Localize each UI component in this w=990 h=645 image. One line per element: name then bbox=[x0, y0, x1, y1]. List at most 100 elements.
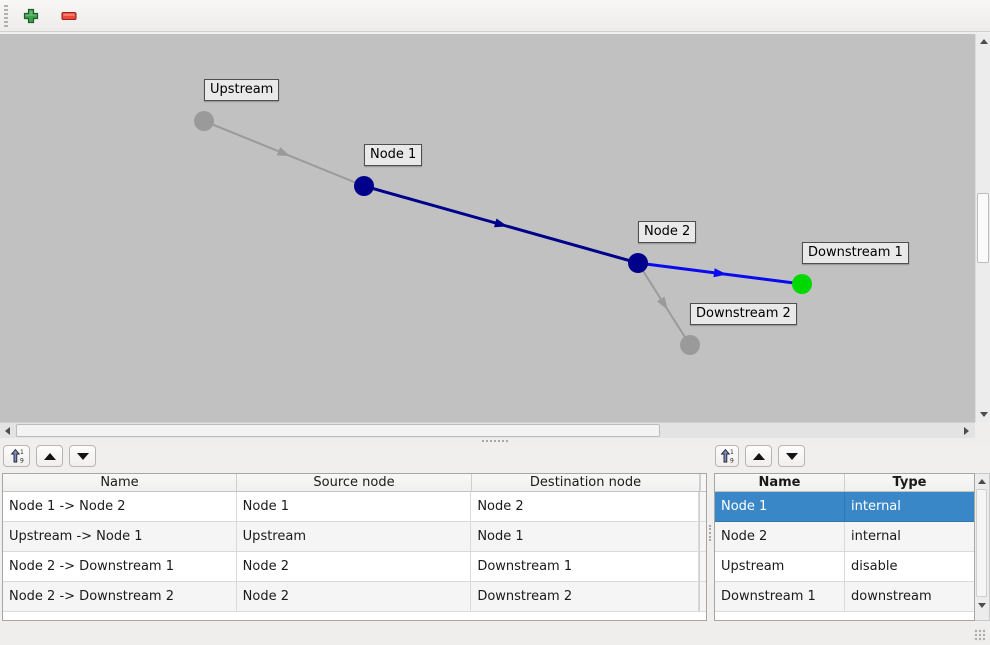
graph-node-downstream-2[interactable] bbox=[680, 335, 700, 355]
graph-node-node-1[interactable] bbox=[354, 176, 374, 196]
nodes-table: Name Type Node 1 internal Node 2 interna… bbox=[714, 473, 975, 621]
column-header-destination-node[interactable]: Destination node bbox=[472, 474, 700, 492]
table-row-selected[interactable]: Node 1 internal bbox=[715, 492, 974, 522]
node-label-node-2: Node 2 bbox=[638, 221, 697, 243]
node-label-upstream: Upstream bbox=[204, 79, 280, 101]
nodes-toolbar: 1 9 bbox=[715, 445, 805, 467]
cell-source[interactable]: Node 1 bbox=[236, 492, 472, 522]
arrow-down-icon bbox=[979, 412, 988, 417]
cell-name[interactable]: Node 2 -> Downstream 1 bbox=[3, 552, 237, 582]
edge-arrow-icon bbox=[713, 268, 727, 278]
cell-name[interactable]: Downstream 1 bbox=[715, 582, 845, 612]
horizontal-splitter[interactable] bbox=[0, 438, 990, 444]
row-gutter bbox=[699, 582, 706, 612]
svg-text:1: 1 bbox=[730, 449, 734, 456]
edge-arrow-icon bbox=[656, 296, 668, 310]
edges-sort-button[interactable]: 1 9 bbox=[3, 445, 30, 467]
cell-destination[interactable]: Node 2 bbox=[471, 492, 699, 522]
cell-destination[interactable]: Downstream 1 bbox=[471, 552, 699, 582]
horizontal-scroll-thumb[interactable] bbox=[16, 424, 660, 437]
graph-vertical-scrollbar[interactable] bbox=[975, 34, 990, 422]
cell-name[interactable]: Node 1 -> Node 2 bbox=[3, 492, 237, 522]
status-strip bbox=[0, 621, 990, 645]
nodes-table-scrollbar[interactable] bbox=[975, 473, 990, 621]
cell-source[interactable]: Node 2 bbox=[236, 552, 472, 582]
bottom-panel: 1 9 Name Source node Destination node No… bbox=[0, 444, 990, 621]
node-label-node-1: Node 1 bbox=[364, 144, 423, 166]
graph-node-upstream[interactable] bbox=[194, 111, 214, 131]
svg-text:1: 1 bbox=[20, 449, 24, 456]
arrow-up-icon bbox=[979, 39, 988, 44]
table-row[interactable]: Upstream -> Node 1 Upstream Node 1 bbox=[3, 522, 706, 552]
nodes-move-up-button[interactable] bbox=[745, 445, 772, 467]
column-header-type[interactable]: Type bbox=[845, 474, 974, 492]
cell-type[interactable]: internal bbox=[845, 522, 974, 552]
cell-destination[interactable]: Downstream 2 bbox=[471, 582, 699, 612]
table-row[interactable]: Node 1 -> Node 2 Node 1 Node 2 bbox=[3, 492, 706, 522]
toolbar-drag-handle[interactable] bbox=[4, 4, 8, 27]
table-row[interactable]: Node 2 internal bbox=[715, 522, 974, 552]
nodes-pane: 1 9 Name Type Node 1 internal Node 2 bbox=[712, 444, 990, 621]
window-resize-grip-icon[interactable] bbox=[973, 628, 986, 641]
edges-toolbar: 1 9 bbox=[3, 445, 96, 467]
vertical-splitter[interactable] bbox=[707, 444, 712, 621]
cell-type[interactable]: internal bbox=[845, 492, 974, 522]
table-scroll-thumb[interactable] bbox=[976, 489, 987, 597]
scroll-down-button[interactable] bbox=[975, 598, 988, 613]
scroll-right-button[interactable] bbox=[959, 423, 974, 438]
vertical-scroll-thumb[interactable] bbox=[977, 193, 989, 263]
arrow-left-icon bbox=[5, 426, 10, 435]
row-gutter bbox=[699, 492, 706, 522]
cell-destination[interactable]: Node 1 bbox=[471, 522, 699, 552]
edge-arrow-icon bbox=[494, 218, 508, 228]
table-row[interactable]: Downstream 1 downstream bbox=[715, 582, 974, 612]
table-row[interactable]: Node 2 -> Downstream 2 Node 2 Downstream… bbox=[3, 582, 706, 612]
arrow-down-icon bbox=[977, 603, 986, 608]
main-toolbar bbox=[0, 0, 990, 32]
remove-node-button[interactable] bbox=[54, 2, 84, 30]
scroll-down-button[interactable] bbox=[976, 407, 990, 422]
header-gutter bbox=[700, 474, 706, 492]
column-header-source-node[interactable]: Source node bbox=[237, 474, 472, 492]
red-minus-icon bbox=[61, 11, 77, 20]
svg-text:9: 9 bbox=[20, 458, 24, 465]
triangle-up-icon bbox=[43, 452, 56, 460]
cell-type[interactable]: disable bbox=[845, 552, 974, 582]
cell-name[interactable]: Upstream bbox=[715, 552, 845, 582]
splitter-grip-icon bbox=[482, 440, 508, 442]
arrow-right-icon bbox=[964, 426, 969, 435]
scroll-up-button[interactable] bbox=[975, 474, 988, 489]
splitter-grip-icon bbox=[708, 524, 711, 541]
nodes-move-down-button[interactable] bbox=[778, 445, 805, 467]
cell-source[interactable]: Node 2 bbox=[236, 582, 472, 612]
scrollbar-corner bbox=[975, 422, 990, 438]
edges-move-down-button[interactable] bbox=[69, 445, 96, 467]
sort-ascending-icon: 1 9 bbox=[10, 448, 24, 465]
graph-node-downstream-1[interactable] bbox=[792, 274, 812, 294]
table-row[interactable]: Node 2 -> Downstream 1 Node 2 Downstream… bbox=[3, 552, 706, 582]
cell-source[interactable]: Upstream bbox=[236, 522, 472, 552]
column-header-name[interactable]: Name bbox=[3, 474, 237, 492]
edges-move-up-button[interactable] bbox=[36, 445, 63, 467]
graph-node-node-2[interactable] bbox=[628, 253, 648, 273]
edges-table-header: Name Source node Destination node bbox=[3, 474, 706, 492]
arrow-up-icon bbox=[977, 479, 986, 484]
column-header-name[interactable]: Name bbox=[715, 474, 845, 492]
cell-type[interactable]: downstream bbox=[845, 582, 974, 612]
edges-pane: 1 9 Name Source node Destination node No… bbox=[0, 444, 707, 621]
cell-name[interactable]: Node 2 -> Downstream 2 bbox=[3, 582, 237, 612]
table-row[interactable]: Upstream disable bbox=[715, 552, 974, 582]
add-node-button[interactable] bbox=[16, 2, 46, 30]
scroll-left-button[interactable] bbox=[0, 423, 15, 438]
graph-horizontal-scrollbar[interactable] bbox=[0, 422, 975, 438]
cell-name[interactable]: Upstream -> Node 1 bbox=[3, 522, 237, 552]
svg-text:9: 9 bbox=[730, 458, 734, 465]
edges-table: Name Source node Destination node Node 1… bbox=[2, 473, 707, 621]
node-label-downstream-1: Downstream 1 bbox=[802, 242, 909, 264]
cell-name[interactable]: Node 2 bbox=[715, 522, 845, 552]
scroll-up-button[interactable] bbox=[976, 34, 990, 49]
cell-name[interactable]: Node 1 bbox=[715, 492, 845, 522]
nodes-sort-button[interactable]: 1 9 bbox=[715, 445, 739, 467]
